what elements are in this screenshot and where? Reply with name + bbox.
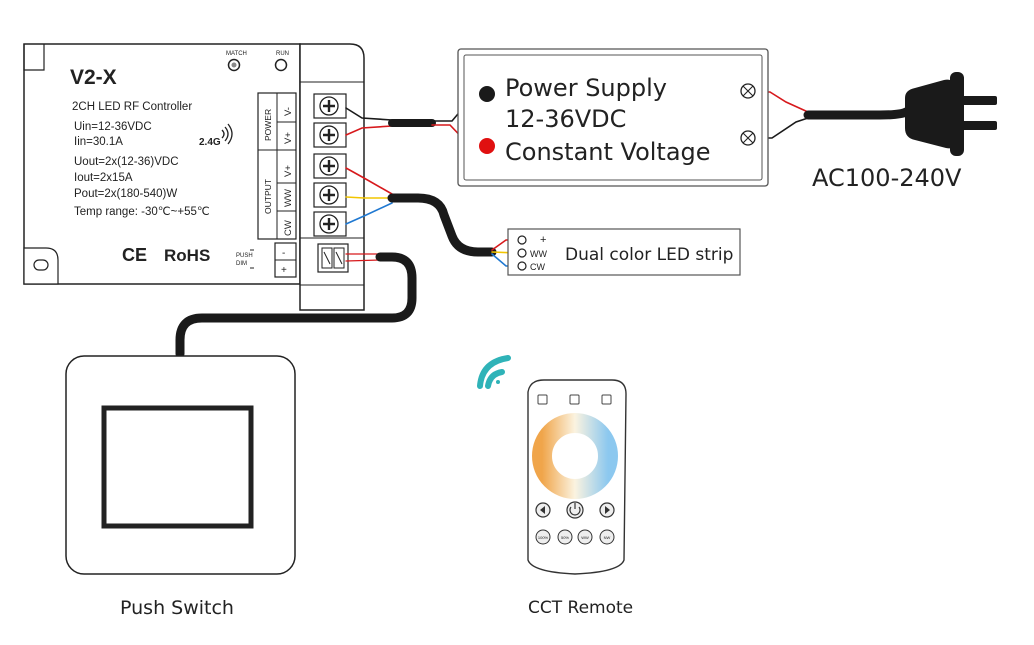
spec-iout: Iout=2x15A — [74, 172, 133, 184]
match-label: MATCH — [226, 51, 247, 57]
psu-voltage: 12-36VDC — [505, 105, 626, 133]
cct-remote[interactable]: 100% 50% WW NW — [527, 379, 627, 575]
output-group-label: OUTPUT — [263, 179, 273, 214]
push-switch-label: Push Switch — [120, 597, 234, 619]
rf-signal-icon — [221, 123, 233, 145]
mains-plug-icon — [905, 72, 997, 156]
spec-uin: Uin=12-36VDC — [74, 121, 152, 133]
remote-power-button[interactable] — [566, 501, 584, 519]
push-dim-connector[interactable] — [317, 243, 349, 273]
terminal-label-v-plus-power: V+ — [283, 132, 294, 144]
remote-zone-icons — [537, 394, 612, 405]
led-strip: + WW CW Dual color LED strip — [507, 228, 741, 276]
wire-power-negative — [345, 107, 393, 121]
wifi-signal-icon — [477, 355, 511, 389]
screw-terminal-cw[interactable] — [313, 211, 347, 237]
mount-tab-top — [23, 44, 45, 71]
remote-label: CCT Remote — [528, 598, 633, 618]
strip-pin-ww: WW — [530, 249, 547, 259]
ce-mark: CE — [122, 245, 147, 265]
cct-color-wheel[interactable] — [532, 413, 618, 499]
push-terminal-minus-label: - — [282, 248, 285, 259]
psu-title: Power Supply — [505, 74, 667, 102]
push-label: PUSH — [236, 253, 253, 259]
screw-terminal-v-minus[interactable] — [313, 93, 347, 119]
spec-uout: Uout=2x(12-36)VDC — [74, 156, 179, 168]
remote-left-button[interactable] — [535, 502, 551, 518]
psu-negative-terminal — [479, 86, 495, 102]
spec-temp: Temp range: -30℃~+55℃ — [74, 206, 210, 218]
psu-ac-terminal-n — [740, 130, 756, 146]
led-strip-label: Dual color LED strip — [565, 245, 733, 265]
spec-pout: Pout=2x(180-540)W — [74, 188, 177, 200]
remote-btn-nw[interactable]: NW — [599, 529, 615, 545]
rf-band-label: 2.4G — [199, 137, 221, 148]
psu-ac-terminal-l — [740, 83, 756, 99]
dim-label: DIM — [236, 261, 247, 267]
terminal-label-ww: WW — [283, 189, 294, 207]
psu-mode: Constant Voltage — [505, 138, 711, 166]
controller-model: V2-X — [70, 66, 117, 89]
output-cable-sheath — [387, 193, 497, 257]
remote-btn-50-label: 50% — [561, 535, 569, 540]
remote-btn-100[interactable]: 100% — [535, 529, 551, 545]
mains-label: AC100-240V — [812, 164, 962, 192]
match-button-core — [231, 62, 237, 68]
strip-pad-cw — [517, 261, 527, 271]
power-group-label: POWER — [263, 109, 273, 141]
spec-iin: Iin=30.1A — [74, 136, 123, 148]
push-terminal-plus-label: + — [281, 265, 287, 276]
run-label: RUN — [276, 51, 289, 57]
push-switch-rocker[interactable] — [101, 405, 254, 529]
terminal-label-v-plus-output: V+ — [283, 165, 294, 177]
screw-terminal-v-plus-output[interactable] — [313, 153, 347, 179]
strip-pin-plus: + — [540, 234, 546, 246]
push-switch[interactable] — [65, 355, 296, 575]
terminal-label-cw: CW — [283, 220, 294, 236]
remote-btn-100-label: 100% — [538, 535, 549, 540]
controller: V2-X 2CH LED RF Controller Uin=12-36VDC … — [23, 43, 365, 311]
controller-subtitle: 2CH LED RF Controller — [72, 101, 192, 113]
push-switch-cable — [175, 252, 417, 359]
psu-positive-terminal — [479, 138, 495, 154]
strip-pad-plus — [517, 235, 527, 245]
remote-right-button[interactable] — [599, 502, 615, 518]
terminal-label-v-minus: V- — [283, 107, 294, 116]
screw-terminal-v-plus-power[interactable] — [313, 122, 347, 148]
wire-output-cw — [345, 202, 393, 225]
mains-cable — [803, 107, 911, 120]
power-supply: Power Supply 12-36VDC Constant Voltage — [457, 48, 769, 187]
strip-pad-ww — [517, 248, 527, 258]
strip-pin-cw: CW — [530, 262, 545, 272]
run-indicator — [274, 58, 288, 72]
remote-btn-nw-label: NW — [604, 535, 611, 540]
remote-btn-ww[interactable]: WW — [577, 529, 593, 545]
wire-output-positive — [345, 167, 393, 195]
wire-output-ww — [345, 196, 393, 199]
remote-btn-ww-label: WW — [581, 535, 589, 540]
screw-terminal-ww[interactable] — [313, 182, 347, 208]
rohs-mark: RoHS — [164, 246, 210, 265]
wire-power-positive — [345, 125, 393, 136]
remote-btn-50[interactable]: 50% — [557, 529, 573, 545]
